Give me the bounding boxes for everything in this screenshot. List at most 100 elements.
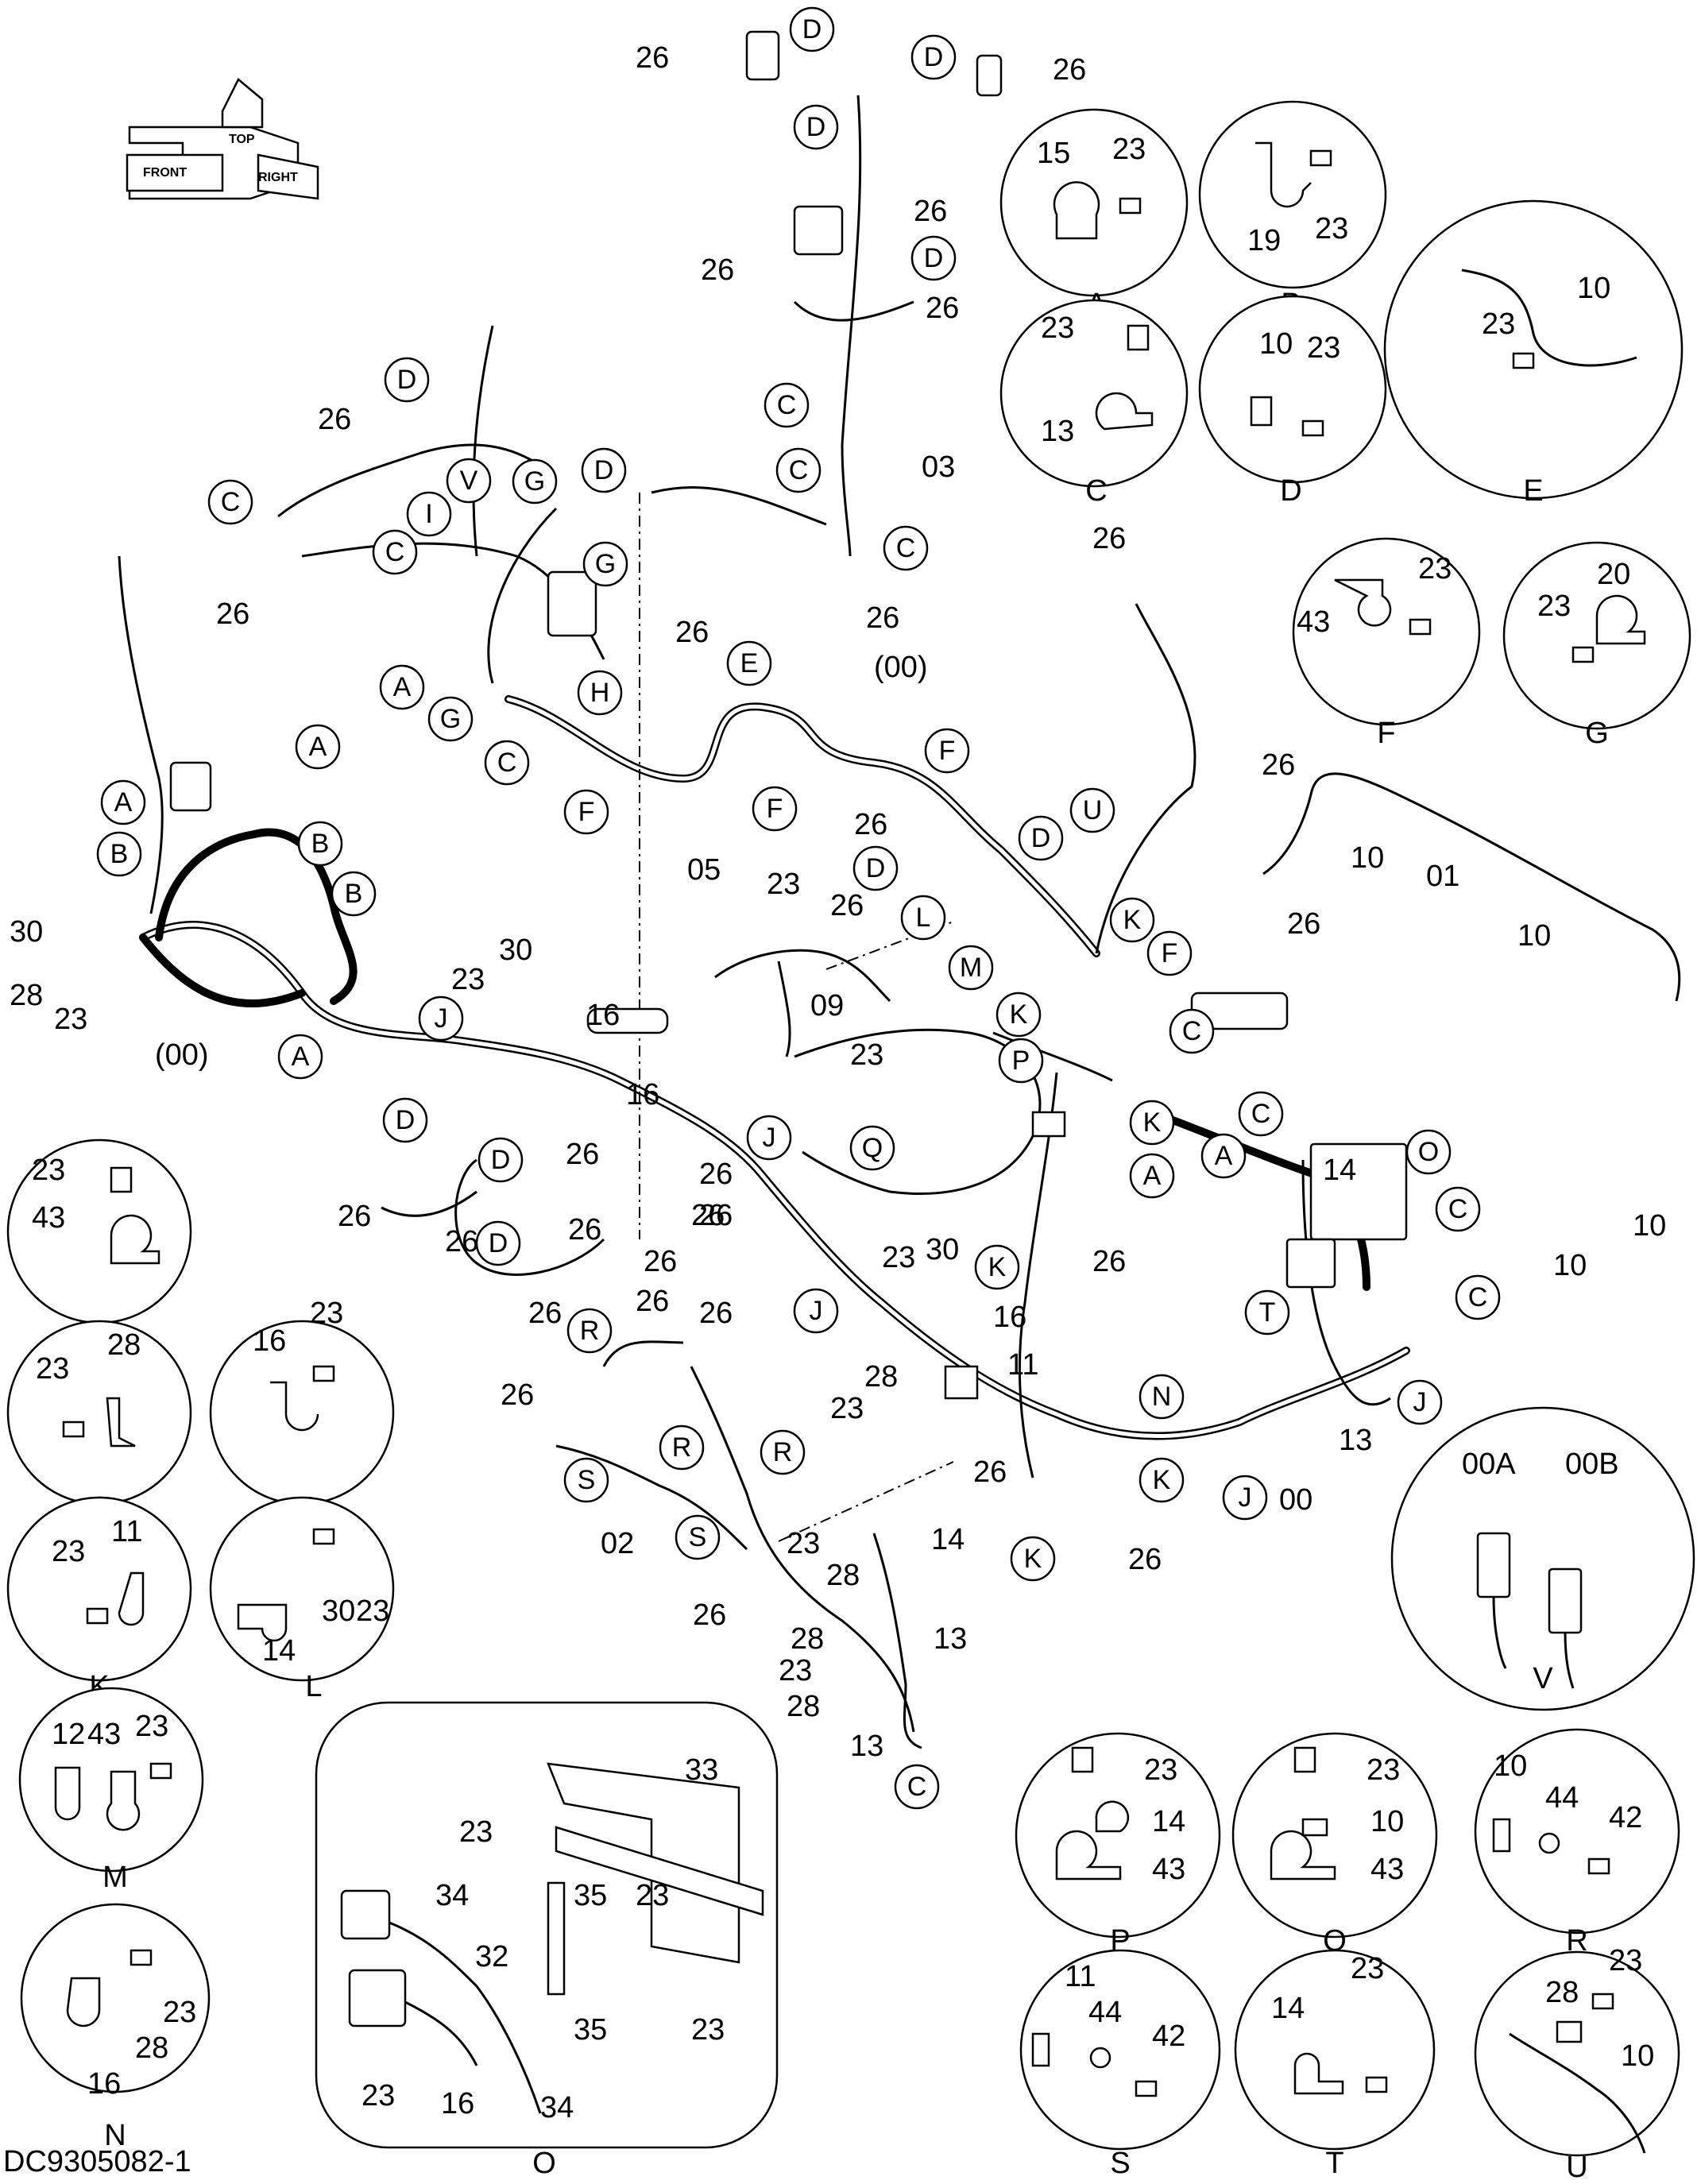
svg-text:23: 23 <box>1418 552 1452 586</box>
detail-view-q: 23 10 43 Q <box>1231 1732 1438 1958</box>
callout-bubble-g <box>427 696 474 742</box>
harness-label-02: 02 <box>601 1527 634 1560</box>
part-label-30: 30 <box>10 915 43 949</box>
svg-text:43: 43 <box>1370 1853 1404 1886</box>
part-label-28: 28 <box>787 1690 820 1723</box>
harness-label-00-paren: (00) <box>155 1038 209 1072</box>
callout-bubble-o <box>1405 1129 1452 1175</box>
svg-text:D: D <box>866 853 886 883</box>
part-label-10: 10 <box>1351 841 1384 875</box>
part-label-28: 28 <box>864 1360 898 1394</box>
svg-text:D: D <box>924 42 944 72</box>
svg-text:A: A <box>1143 1161 1162 1191</box>
svg-text:D: D <box>594 455 614 485</box>
part-label-11: 11 <box>1007 1348 1038 1382</box>
part-label-23: 23 <box>882 1241 915 1274</box>
detail-caption: L <box>305 1670 322 1703</box>
callout-bubble-f <box>752 786 798 832</box>
svg-text:C: C <box>385 537 405 567</box>
orientation-top-label: TOP <box>229 133 255 146</box>
svg-text:13: 13 <box>1041 415 1074 448</box>
callout-bubble-j <box>793 1288 839 1334</box>
connector-housing <box>793 205 844 256</box>
svg-text:43: 43 <box>1297 605 1330 639</box>
callout-bubble-j <box>418 995 464 1042</box>
callout-bubble-f <box>924 728 970 774</box>
orientation-right-label: RIGHT <box>258 171 298 184</box>
orientation-compass: FRONT TOP RIGHT <box>126 78 319 200</box>
detail-view-a: 15 23 A <box>999 108 1189 321</box>
svg-text:D: D <box>397 365 417 395</box>
svg-text:19: 19 <box>1247 224 1281 257</box>
callout-bubble-v <box>446 458 492 504</box>
part-label-30: 30 <box>499 934 532 967</box>
svg-text:K: K <box>988 1252 1007 1282</box>
part-label-23: 23 <box>830 1392 864 1425</box>
part-label-26: 26 <box>1287 907 1320 941</box>
svg-text:32: 32 <box>475 1940 508 1973</box>
callout-bubble-c <box>1455 1274 1501 1320</box>
callout-bubble-k <box>1109 897 1155 943</box>
svg-text:23: 23 <box>1144 1753 1177 1787</box>
callout-bubble-r <box>659 1424 705 1471</box>
detail-view-k: 23 11 K <box>6 1496 192 1703</box>
detail-view-g: 20 23 G <box>1502 541 1691 750</box>
callout-bubble-i <box>406 491 452 537</box>
part-label-13: 13 <box>850 1730 883 1763</box>
svg-text:23: 23 <box>361 2079 395 2112</box>
svg-text:E: E <box>740 648 759 678</box>
callout-bubble-r <box>566 1308 613 1354</box>
part-label-26: 26 <box>501 1378 534 1412</box>
callout-bubble-f <box>1146 930 1193 976</box>
detail-view-l: 14 30 23 L <box>209 1496 395 1703</box>
svg-text:34: 34 <box>540 2091 574 2124</box>
callout-bubble-d <box>910 235 957 281</box>
detail-view-s: 11 44 42 S <box>1019 1949 1221 2180</box>
svg-text:16: 16 <box>87 2067 121 2101</box>
detail-caption: D <box>1280 474 1301 508</box>
svg-text:C: C <box>789 455 809 485</box>
callout-bubble-a <box>1129 1153 1175 1199</box>
svg-text:K: K <box>1010 999 1028 1030</box>
harness-label-00: 00 <box>1279 1483 1312 1517</box>
connector-housing <box>976 54 1003 97</box>
svg-text:44: 44 <box>1545 1781 1579 1815</box>
part-label-23: 23 <box>767 868 800 901</box>
svg-text:C: C <box>1182 1016 1202 1046</box>
part-label-26: 26 <box>1092 522 1126 555</box>
svg-text:S: S <box>578 1465 596 1495</box>
svg-text:D: D <box>924 243 944 273</box>
svg-text:U: U <box>1083 795 1103 825</box>
svg-text:Q: Q <box>862 1133 883 1163</box>
detail-view-t: 14 23 T <box>1234 1949 1436 2180</box>
svg-text:G: G <box>524 466 545 497</box>
svg-text:C: C <box>1448 1194 1468 1224</box>
svg-text:J: J <box>1413 1387 1427 1417</box>
part-label-26: 26 <box>675 616 709 649</box>
part-label-26: 26 <box>914 195 947 228</box>
detail-view-f: 23 43 F <box>1292 537 1481 750</box>
callout-bubble-j <box>746 1115 792 1161</box>
detail-view-c: 23 13 C <box>999 299 1189 508</box>
callout-bubble-h <box>577 670 623 716</box>
svg-text:16: 16 <box>253 1324 286 1358</box>
callout-bubble-k <box>1129 1100 1175 1146</box>
detail-caption: O <box>532 2147 556 2180</box>
svg-text:23: 23 <box>52 1535 85 1568</box>
part-label-26: 26 <box>699 1199 733 1232</box>
part-label-26: 26 <box>866 601 899 635</box>
svg-text:43: 43 <box>1152 1853 1185 1886</box>
svg-text:O: O <box>1418 1137 1439 1167</box>
part-label-28: 28 <box>10 979 43 1012</box>
callout-bubble-m <box>948 945 994 991</box>
svg-text:M: M <box>960 953 982 983</box>
part-label-26: 26 <box>1092 1245 1126 1278</box>
detail-view-r: 10 44 42 R <box>1474 1728 1680 1958</box>
svg-text:23: 23 <box>32 1154 65 1187</box>
callout-bubble-c <box>894 1764 940 1810</box>
harness-label-01: 01 <box>1426 860 1459 893</box>
callout-bubble-c <box>1238 1091 1284 1137</box>
callout-bubble-n <box>1139 1374 1185 1420</box>
part-label-26: 26 <box>854 808 887 841</box>
svg-text:B: B <box>311 829 330 859</box>
